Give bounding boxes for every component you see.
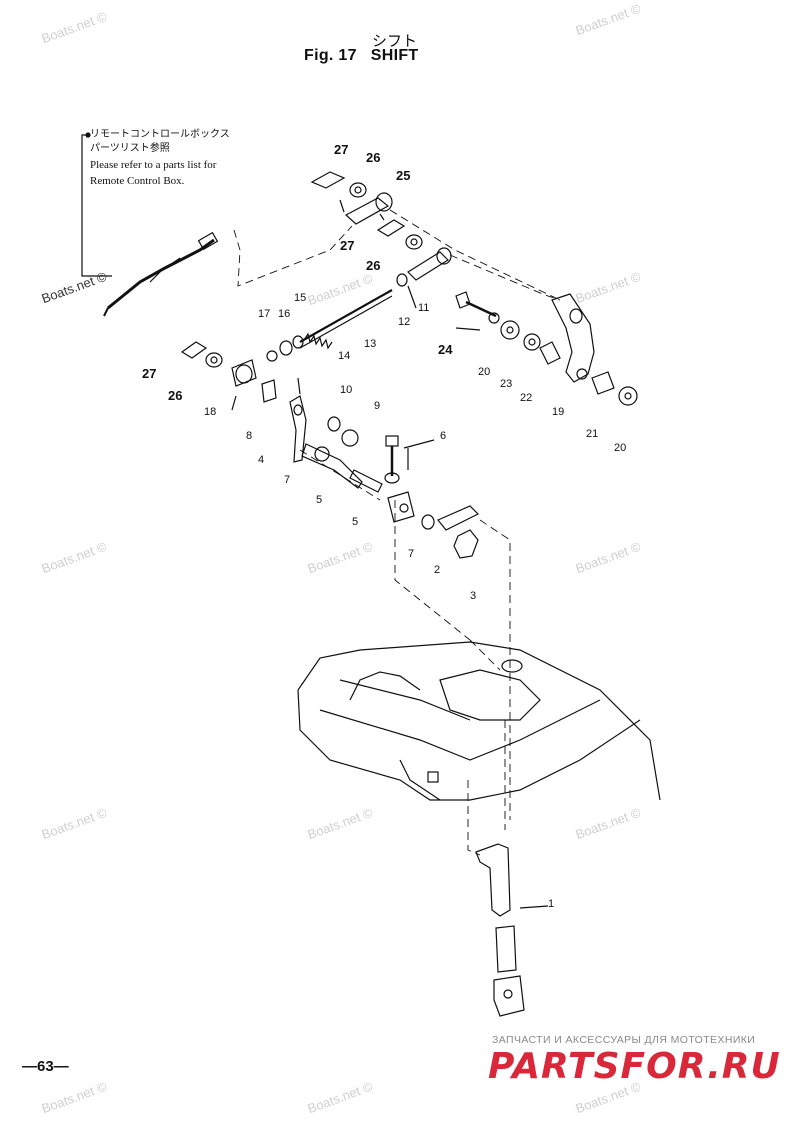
page-number: —63— (22, 1058, 69, 1075)
figure-name: SHIFT (370, 47, 419, 64)
part-number-26-left: 26 (168, 388, 183, 403)
part-number-22: 22 (520, 392, 533, 404)
figure-title: Fig. 17 SHIFT (304, 47, 433, 65)
part-number-3: 3 (470, 590, 477, 602)
part-number-16: 16 (278, 308, 291, 320)
part-number-10: 10 (340, 384, 353, 396)
part-number-27-left: 27 (142, 366, 157, 381)
figure-label: Fig. 17 (304, 47, 357, 64)
part-number-11: 11 (418, 302, 430, 314)
part-number-4: 4 (258, 454, 265, 466)
part-number-14: 14 (338, 350, 351, 362)
note-en-line1: Please refer to a parts list for (90, 159, 217, 171)
part-number-6: 6 (440, 430, 447, 442)
part-number-5-upper: 5 (316, 494, 323, 506)
part-number-12: 12 (398, 316, 411, 328)
part-number-27-middle: 27 (340, 238, 355, 253)
title-japanese: シフト (372, 32, 418, 50)
part-number-2: 2 (434, 564, 441, 576)
part-number-24: 24 (438, 342, 453, 357)
part-number-19: 19 (552, 406, 565, 418)
part-number-15: 15 (294, 292, 307, 304)
shop-tagline: ЗАПЧАСТИ И АКСЕССУАРЫ ДЛЯ МОТОТЕХНИКИ (492, 1034, 756, 1046)
part-number-21: 21 (586, 428, 599, 440)
reference-note: リモートコントロールボックス パーツリスト参照 Please refer to … (90, 128, 300, 188)
part-number-13: 13 (364, 338, 377, 350)
note-jp-line1: リモートコントロールボックス (90, 129, 230, 140)
shop-logo: PARTSFOR.RU (488, 1046, 781, 1087)
part-number-9: 9 (374, 400, 381, 412)
note-jp-line2: パーツリスト参照 (90, 143, 170, 154)
part-number-7-upper: 7 (284, 474, 291, 486)
note-en-line2: Remote Control Box. (90, 175, 185, 187)
part-number-20-right: 20 (614, 442, 627, 454)
part-number-26-top: 26 (366, 150, 381, 165)
part-number-1: 1 (548, 898, 555, 910)
part-number-18: 18 (204, 406, 217, 418)
part-number-17: 17 (258, 308, 271, 320)
part-number-23: 23 (500, 378, 513, 390)
part-number-7-lower: 7 (408, 548, 415, 560)
part-number-20-left: 20 (478, 366, 491, 378)
part-number-5-lower: 5 (352, 516, 359, 528)
part-number-25: 25 (396, 168, 411, 183)
part-number-27-top: 27 (334, 142, 349, 157)
part-number-26-middle: 26 (366, 258, 381, 273)
part-number-8: 8 (246, 430, 253, 442)
